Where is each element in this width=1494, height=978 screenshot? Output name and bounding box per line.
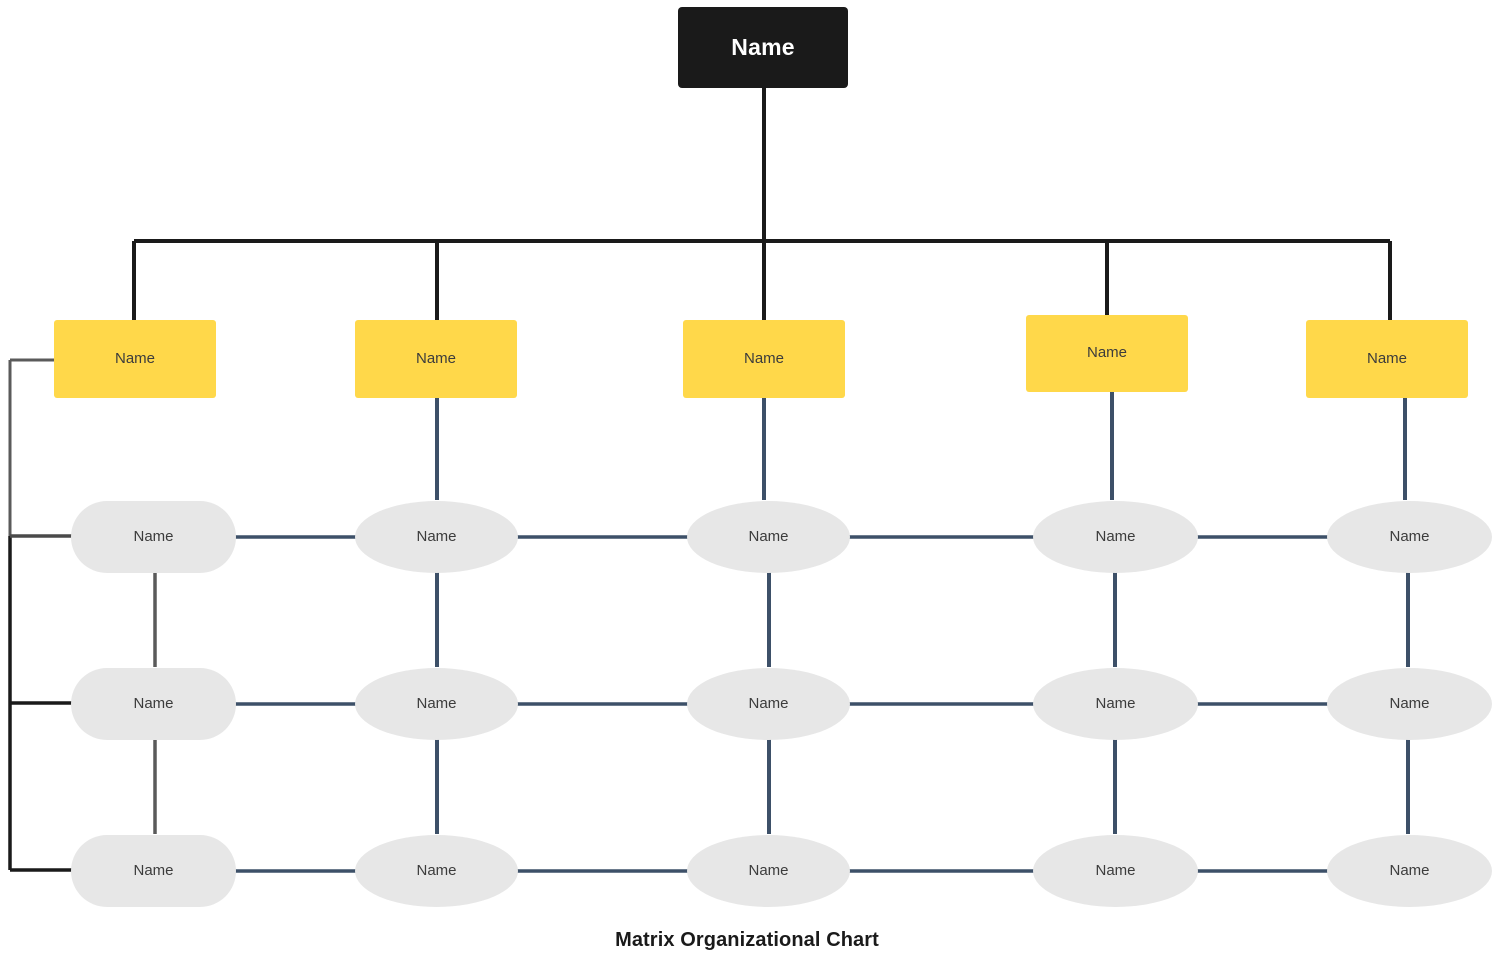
node-staff-r2-c5-label: Name (1389, 694, 1430, 712)
node-staff-r1-c3[interactable]: Name (687, 501, 850, 573)
node-unit-1-label: Name (114, 349, 155, 367)
node-unit-2[interactable]: Name (355, 320, 517, 398)
node-staff-r3-c2-label: Name (416, 861, 457, 879)
node-staff-r1-c4-label: Name (1095, 527, 1136, 545)
node-staff-r3-c5-label: Name (1389, 861, 1430, 879)
node-unit-4[interactable]: Name (1026, 315, 1188, 392)
node-root-executive[interactable]: Name (678, 7, 848, 88)
node-staff-r2-c2-label: Name (416, 694, 457, 712)
node-unit-3[interactable]: Name (683, 320, 845, 398)
node-staff-r1-c2-label: Name (416, 527, 457, 545)
node-staff-r2-c4[interactable]: Name (1033, 668, 1198, 740)
node-staff-r1-c3-label: Name (748, 527, 789, 545)
node-staff-r2-c4-label: Name (1095, 694, 1136, 712)
node-unit-5[interactable]: Name (1306, 320, 1468, 398)
node-staff-r1-c1[interactable]: Name (71, 501, 236, 573)
node-staff-r1-c5-label: Name (1389, 527, 1430, 545)
node-unit-4-label: Name (1086, 344, 1127, 362)
node-staff-r2-c3[interactable]: Name (687, 668, 850, 740)
node-unit-2-label: Name (415, 349, 456, 367)
node-staff-r2-c1-label: Name (133, 694, 174, 712)
node-root-label: Name (731, 33, 795, 60)
node-staff-r1-c5[interactable]: Name (1327, 501, 1492, 573)
node-unit-1[interactable]: Name (54, 320, 216, 398)
node-staff-r3-c2[interactable]: Name (355, 835, 518, 907)
node-staff-r1-c2[interactable]: Name (355, 501, 518, 573)
node-staff-r3-c4[interactable]: Name (1033, 835, 1198, 907)
node-staff-r3-c3[interactable]: Name (687, 835, 850, 907)
node-staff-r3-c5[interactable]: Name (1327, 835, 1492, 907)
node-staff-r3-c1-label: Name (133, 861, 174, 879)
node-unit-5-label: Name (1366, 349, 1407, 367)
node-staff-r3-c4-label: Name (1095, 861, 1136, 879)
chart-title: Matrix Organizational Chart (615, 929, 879, 951)
node-staff-r1-c1-label: Name (133, 527, 174, 545)
node-staff-r2-c1[interactable]: Name (71, 668, 236, 740)
node-staff-r2-c3-label: Name (748, 694, 789, 712)
node-staff-r3-c3-label: Name (748, 861, 789, 879)
node-unit-3-label: Name (743, 349, 784, 367)
node-staff-r2-c2[interactable]: Name (355, 668, 518, 740)
node-staff-r3-c1[interactable]: Name (71, 835, 236, 907)
node-staff-r2-c5[interactable]: Name (1327, 668, 1492, 740)
node-staff-r1-c4[interactable]: Name (1033, 501, 1198, 573)
